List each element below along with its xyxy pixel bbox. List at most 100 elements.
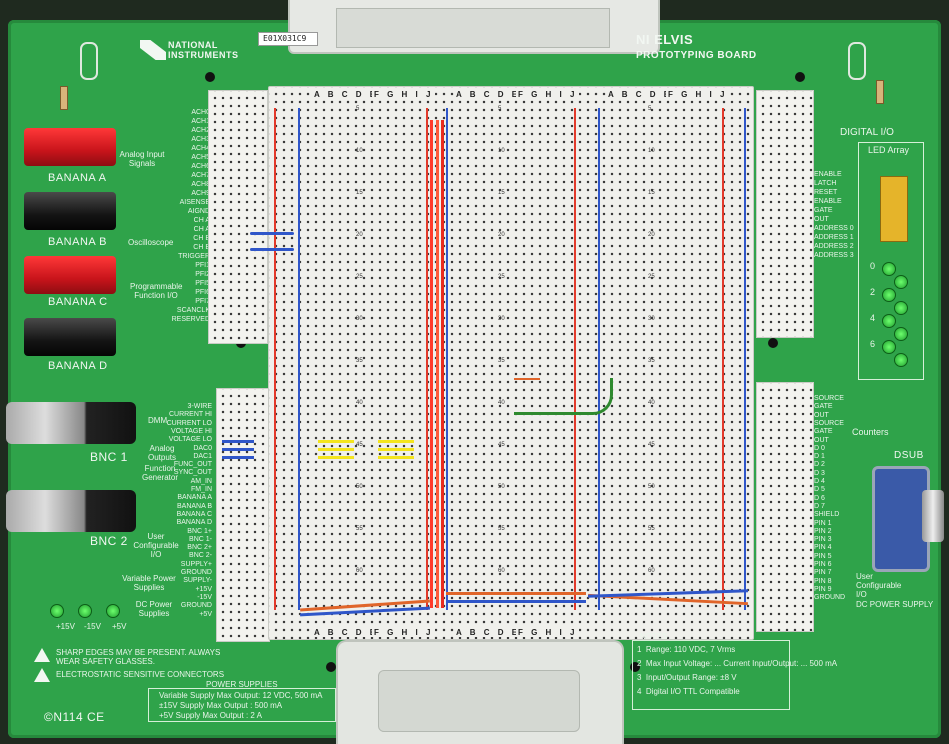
pin-label: CURRENT HI	[168, 411, 212, 419]
led-array-box	[858, 142, 924, 380]
jumper-wire-blue	[222, 448, 254, 451]
resistor-icon	[876, 80, 884, 104]
pin-label: ADDRESS 1	[814, 234, 854, 241]
pin-label: CH B	[193, 235, 210, 242]
pin-label: ACH5	[191, 154, 210, 161]
pin-label: ACH9	[191, 190, 210, 197]
esd-text: ELECTROSTATIC SENSITIVE CONNECTORS	[56, 670, 225, 679]
notes-title: NOTES	[640, 632, 668, 641]
pin-label: ACH0	[191, 109, 210, 116]
breadboard-main	[268, 86, 754, 640]
pin-label: ENABLE	[814, 171, 842, 178]
counters-label: Counters	[852, 427, 889, 437]
row-number: 40	[648, 400, 655, 406]
row-number: 15	[356, 190, 363, 196]
row-number: 50	[498, 484, 505, 490]
power-rail-blue	[744, 108, 746, 610]
pin-label: SOURCE	[814, 419, 844, 427]
banana-jack-b[interactable]	[24, 192, 116, 230]
row-number: 55	[648, 526, 655, 532]
user-configurable-label: User Configurable I/O	[133, 532, 179, 559]
pin-label: AM_IN	[190, 477, 212, 485]
brand-name: NATIONAL INSTRUMENTS	[168, 40, 239, 60]
pin-label: +15V	[195, 585, 212, 593]
power-rail-red	[274, 108, 276, 610]
pin-label: ACH6	[191, 163, 210, 170]
pin-label: D 7	[814, 502, 825, 510]
led-number: 6	[870, 339, 876, 349]
pin-label: D 1	[814, 453, 825, 461]
mount-hole	[205, 72, 215, 82]
banana-c-label: BANANA C	[48, 296, 108, 308]
dmm-label: DMM	[148, 416, 168, 425]
bnc-connector-2[interactable]	[6, 490, 136, 532]
row-number: 15	[648, 190, 655, 196]
col-header-fghij-bottom-2: F G H I J	[516, 628, 580, 637]
pin-label: PFI1	[195, 262, 210, 269]
pin-label: PFI5	[195, 280, 210, 287]
power-led	[50, 604, 64, 618]
pin-label: CH B	[193, 244, 210, 251]
jumper-wire-blue	[250, 248, 294, 251]
pin-label: ACH4	[191, 145, 210, 152]
jumper-wire-yellow	[378, 448, 414, 451]
pin-label: ENABLE	[814, 198, 842, 205]
row-number: 5	[356, 106, 360, 112]
pin-label: GROUND	[180, 602, 212, 610]
col-header-abcde-bottom-2: A B C D E	[454, 628, 523, 637]
pin-label: 3-WIRE	[187, 403, 213, 410]
pin-label: PIN 7	[814, 569, 832, 577]
pin-label: ACH2	[191, 127, 210, 134]
left-terminal-strip-bottom	[216, 388, 270, 642]
pin-label: PIN 1	[814, 519, 832, 527]
function-generator-label: Function Generator	[141, 464, 179, 482]
row-number: 45	[648, 442, 655, 448]
bnc-connector-1[interactable]	[6, 402, 136, 444]
note-2: 2 Max Input Voltage: ... Current Input/O…	[637, 659, 838, 668]
user-configurable-right-label: User Configurable I/O	[856, 572, 902, 599]
jumper-wire-blue	[250, 232, 294, 235]
pin-label: SUPPLY+	[180, 560, 212, 568]
board-title: NI ELVIS	[636, 32, 694, 47]
led-array-chip	[880, 176, 908, 242]
row-number: 25	[356, 274, 363, 280]
banana-jack-d[interactable]	[24, 318, 116, 356]
variable-power-label: Variable Power Supplies	[122, 574, 176, 592]
warning-icon	[34, 648, 50, 662]
jumper-wire-yellow	[378, 456, 414, 459]
col-header-fghij-top-3: F G H I J	[666, 90, 730, 99]
col-header-fghij-top-2: F G H I J	[516, 90, 580, 99]
notes-box: 1 Range: 110 VDC, 7 Vrms 2 Max Input Vol…	[632, 640, 838, 710]
pin-label: AIGND	[187, 208, 210, 215]
pin-label: +5V	[199, 610, 212, 618]
pin-label: PIN 4	[814, 544, 832, 552]
dc-power-supply-label: DC POWER SUPPLY	[856, 600, 934, 609]
pin-label: D 2	[814, 461, 825, 469]
pin-label: AISENSE	[179, 199, 210, 206]
dsub-connector[interactable]	[872, 466, 930, 572]
mount-hole	[795, 72, 805, 82]
row-number: 15	[498, 190, 505, 196]
pin-label: LATCH	[814, 180, 837, 187]
pin-label: BNC 1-	[189, 535, 212, 543]
led-indicator	[882, 314, 896, 328]
row-number: 10	[356, 148, 363, 154]
pin-label: TRIGGER	[178, 253, 210, 260]
row-number: 10	[648, 148, 655, 154]
banana-jack-c[interactable]	[24, 256, 116, 294]
banana-jack-a[interactable]	[24, 128, 116, 166]
row-number: 50	[356, 484, 363, 490]
led-indicator	[894, 275, 908, 289]
pin-label: SOURCE	[814, 395, 844, 402]
jumper-wire-yellow	[318, 448, 354, 451]
pin-label: BNC 2-	[189, 552, 212, 560]
led-array-label: LED Array	[868, 145, 910, 155]
pin-label: PFI6	[195, 289, 210, 296]
pin-label: VOLTAGE HI	[171, 427, 212, 435]
pin-label: BNC 1+	[187, 527, 212, 535]
row-number: 20	[498, 232, 505, 238]
pin-label: D 4	[814, 478, 825, 485]
power-rail-blue	[598, 108, 600, 610]
led-number: 2	[870, 287, 876, 297]
pin-label: SHIELD	[814, 511, 840, 519]
